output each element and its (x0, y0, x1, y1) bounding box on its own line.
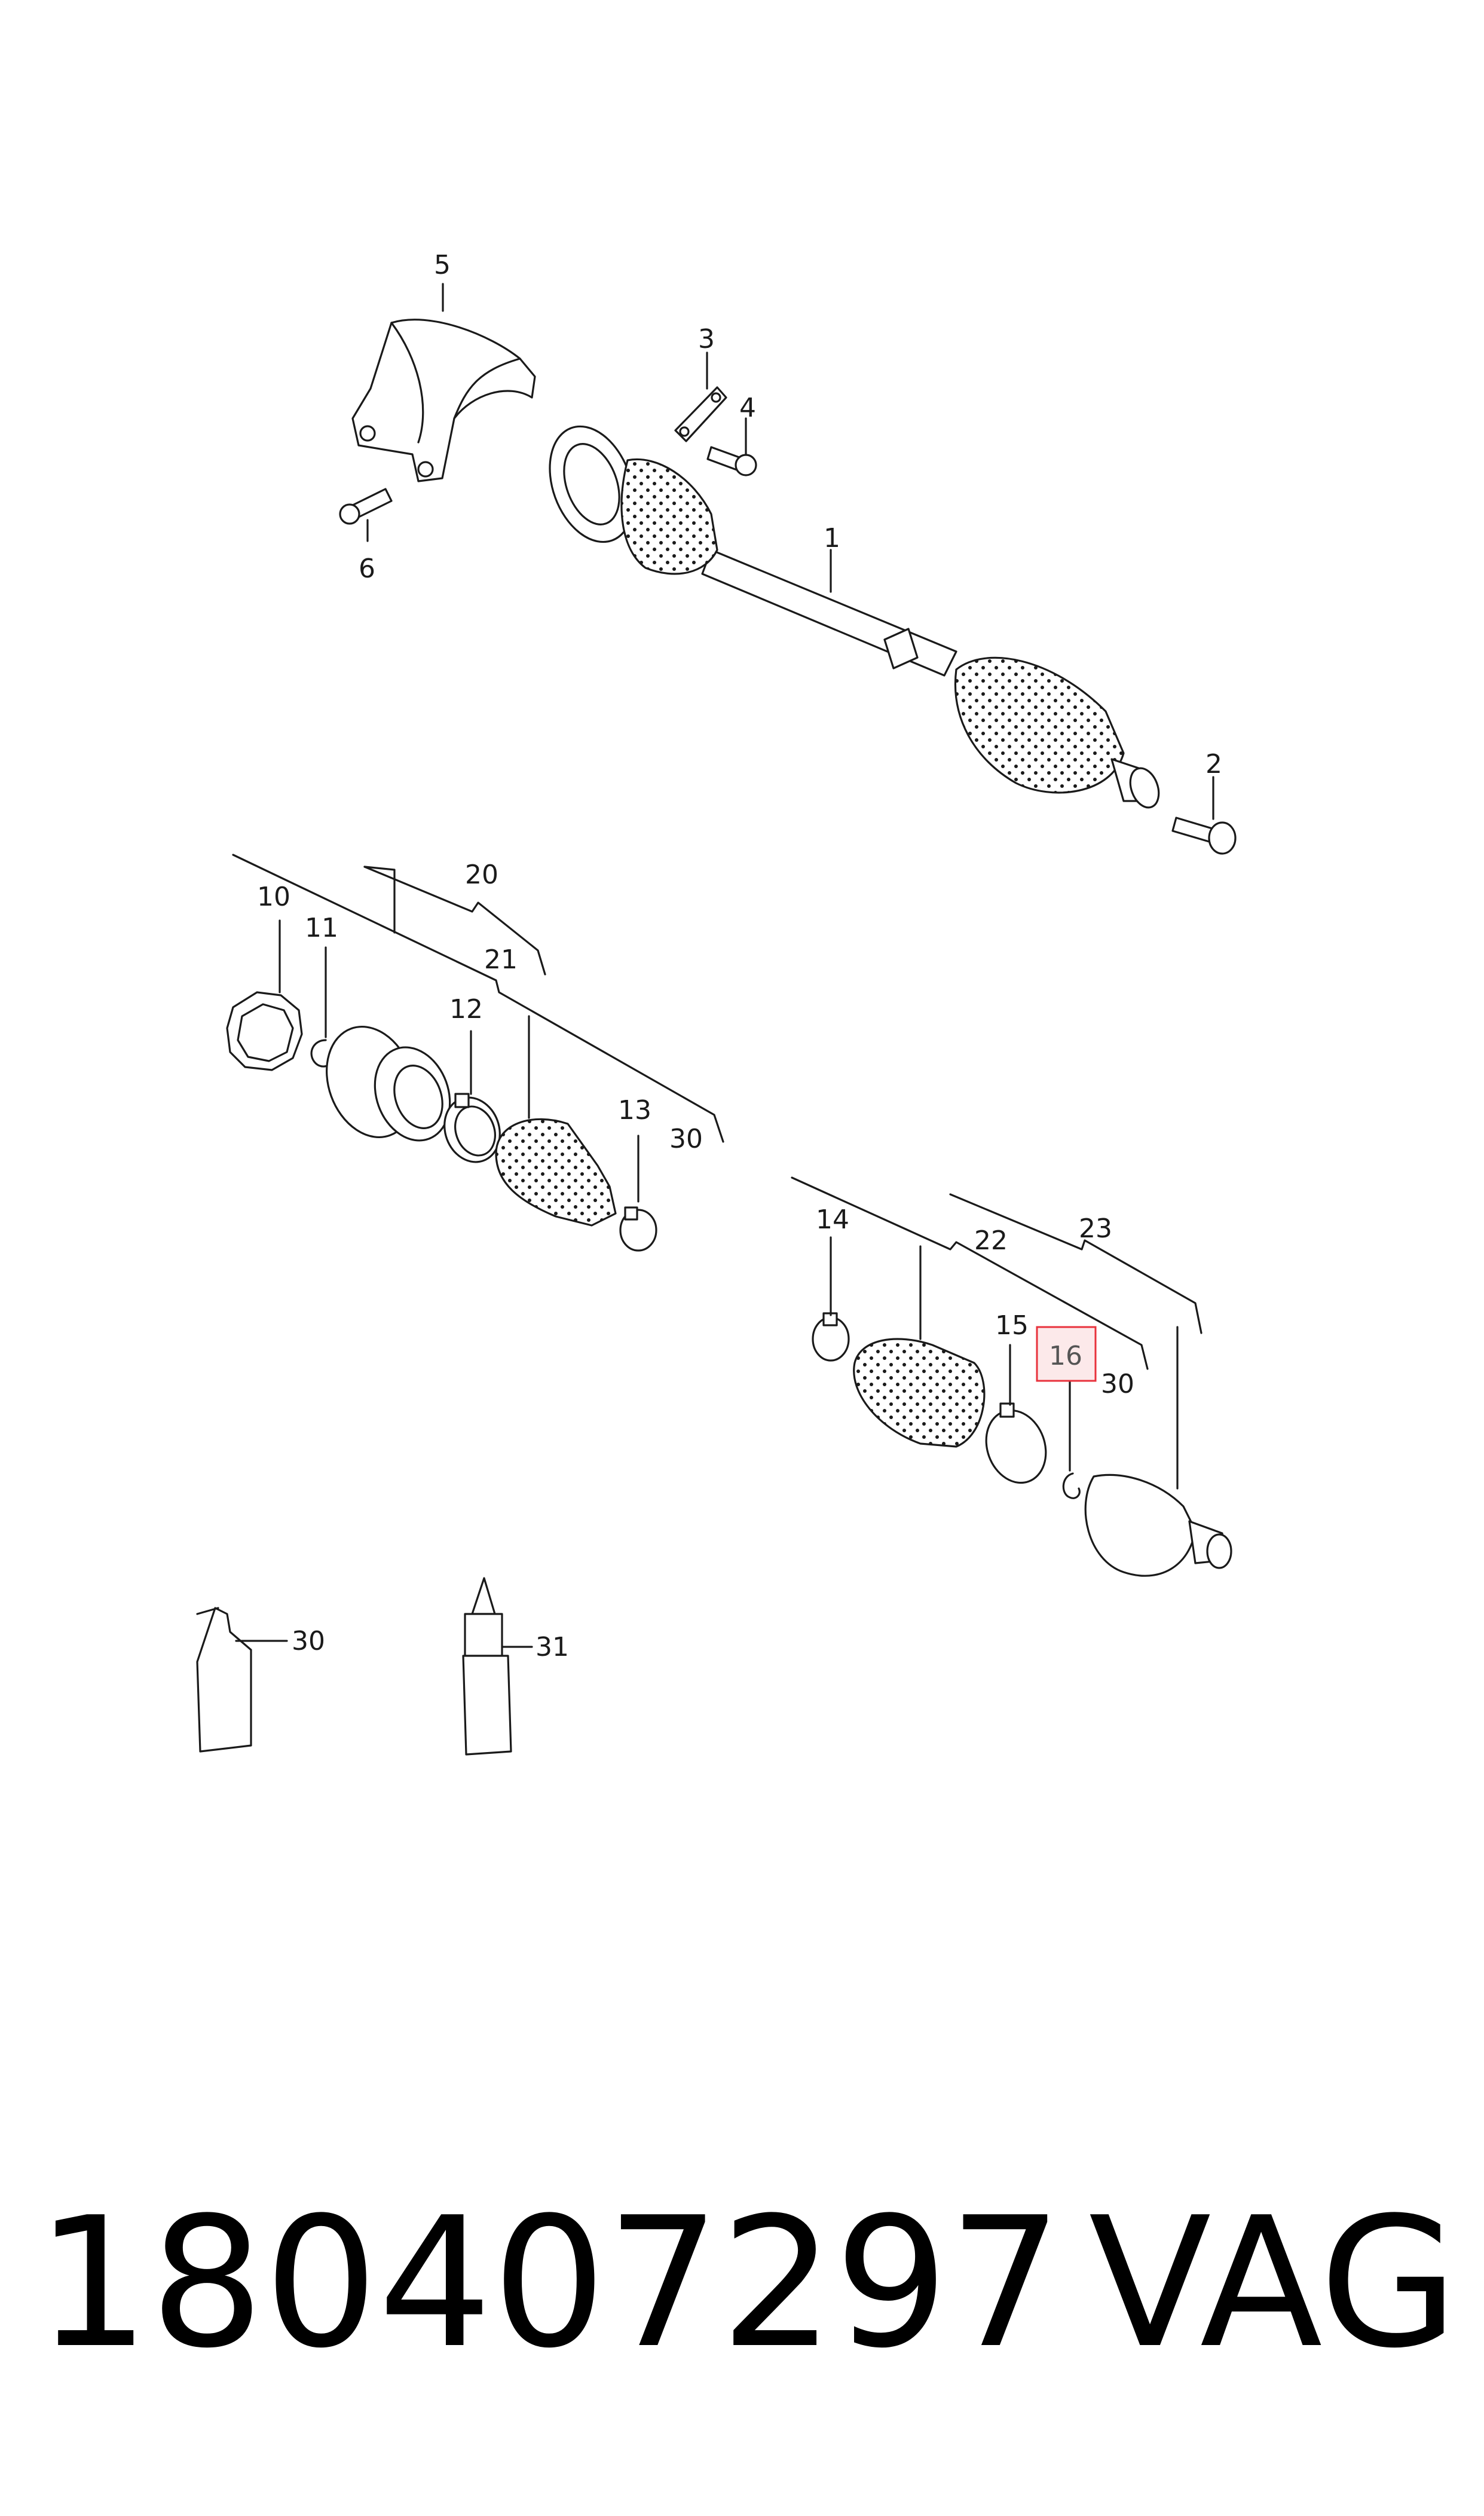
heat-shield-part-5 (351, 319, 536, 482)
joint-flange-part-20 (326, 1025, 451, 1142)
bolt-part-4 (706, 446, 757, 476)
callout-20: 20 (465, 860, 498, 890)
gasket-part-10 (226, 991, 303, 1071)
callout-30-right: 30 (1101, 1369, 1134, 1399)
callout-21: 21 (484, 944, 518, 975)
clamp-part-12 (443, 1093, 501, 1163)
bolt-part-6 (339, 488, 393, 525)
callout-15: 15 (995, 1310, 1029, 1341)
callout-14: 14 (816, 1204, 849, 1235)
callout-13: 13 (618, 1095, 651, 1126)
drive-shaft-part-1 (549, 425, 1160, 809)
lock-plate-part-3 (674, 386, 727, 442)
callout-3: 3 (698, 324, 715, 354)
bracket-line-22 (791, 1176, 1149, 1370)
highlight-box-part-16 (1036, 1326, 1097, 1382)
bolt-part-2 (1171, 817, 1237, 855)
bracket-line-23 (949, 1193, 1203, 1334)
callout-30-bottom: 30 (292, 1626, 325, 1656)
footer: 180407297 VAG (36, 2176, 1458, 2391)
callout-30-left: 30 (669, 1124, 703, 1154)
grease-tube-part-30 (196, 1607, 252, 1753)
clamp-part-13 (619, 1206, 657, 1252)
callout-4: 4 (739, 393, 756, 423)
brand-name: VAG (1088, 2179, 1458, 2387)
clamp-part-15 (985, 1402, 1047, 1484)
clamp-part-14 (812, 1312, 850, 1362)
callout-6: 6 (359, 554, 375, 584)
callout-5: 5 (434, 250, 451, 280)
callout-12: 12 (449, 994, 483, 1025)
part-number: 180407297 (36, 2179, 1063, 2387)
sealant-bottle-part-31 (462, 1577, 512, 1756)
callout-16: 16 (1049, 1341, 1082, 1371)
callout-23: 23 (1079, 1213, 1112, 1244)
boot-part-21 (495, 1118, 617, 1227)
bracket-line-20 (363, 866, 396, 934)
callout-11: 11 (305, 913, 338, 943)
circlip-part-16 (1062, 1472, 1081, 1499)
callout-10: 10 (257, 882, 290, 912)
boot-part-22 (853, 1338, 986, 1448)
inner-joint-part-23 (1084, 1473, 1232, 1577)
callout-2: 2 (1205, 749, 1222, 779)
callout-1: 1 (824, 523, 840, 554)
bracket-line-30-left (232, 854, 724, 1143)
callout-31: 31 (536, 1632, 569, 1662)
callout-22: 22 (974, 1225, 1008, 1256)
